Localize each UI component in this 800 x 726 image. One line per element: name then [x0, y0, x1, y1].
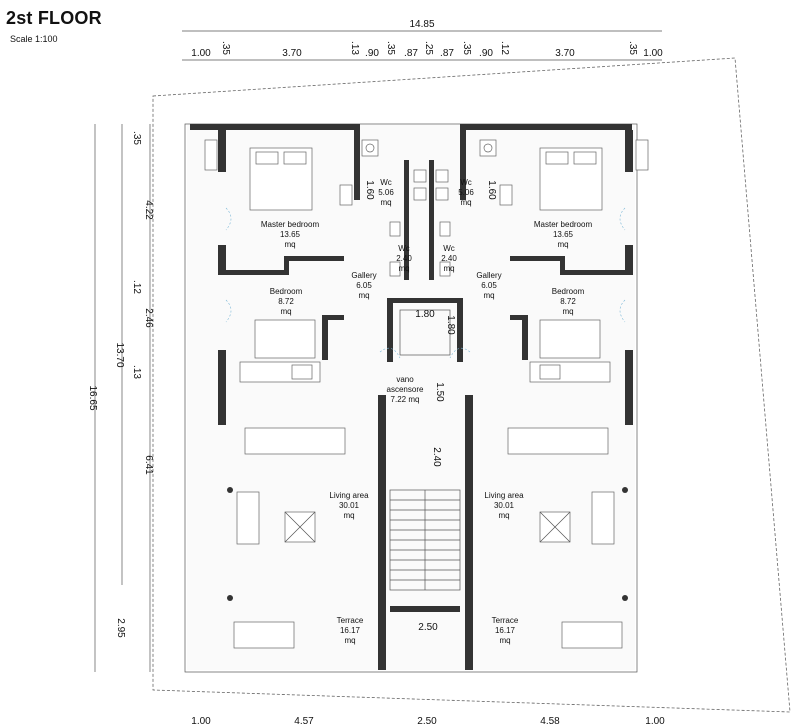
room-living-right-area: 30.01 [494, 501, 515, 510]
dim-bottom-4: 4.58 [540, 716, 560, 726]
room-terrace-left-unit: mq [344, 636, 355, 645]
room-living-right-name: Living area [484, 491, 524, 500]
dim-bottom-1: 1.00 [191, 716, 211, 726]
dim-bottom-5: 1.00 [645, 716, 665, 726]
dim-top-3: 3.70 [282, 48, 302, 59]
dim-top-7: .87 [404, 48, 418, 59]
dim-left-3: .12 [131, 280, 142, 294]
dim-top-1: 1.00 [191, 48, 211, 59]
room-gallery-right-name: Gallery [476, 271, 501, 280]
room-bedroom-right-area: 8.72 [560, 297, 576, 306]
room-master-right-area: 13.65 [553, 230, 574, 239]
walls [190, 124, 633, 670]
room-master-right-unit: mq [557, 240, 568, 249]
room-gallery-left-unit: mq [358, 291, 369, 300]
room-wc-big-left-unit: mq [380, 198, 391, 207]
room-living-left-area: 30.01 [339, 501, 360, 510]
room-bedroom-left-name: Bedroom [270, 287, 303, 296]
room-living-right-unit: mq [498, 511, 509, 520]
dim-top-8: .25 [423, 41, 434, 55]
room-terrace-right-unit: mq [499, 636, 510, 645]
dim-top-11: .90 [479, 48, 493, 59]
room-gallery-right-unit: mq [483, 291, 494, 300]
dim-top-4: .13 [349, 41, 360, 55]
slab-outline [184, 123, 638, 673]
dim-bottom-3: 2.50 [417, 716, 437, 726]
room-wc-big-right-area: 5.06 [458, 188, 474, 197]
room-vano-name1: vano [396, 375, 414, 384]
dim-wc-right: 1.60 [486, 180, 497, 200]
room-bedroom-right-unit: mq [562, 307, 573, 316]
room-wc-big-right-unit: mq [460, 198, 471, 207]
dim-corridor: 2.40 [431, 447, 442, 467]
room-living-left-name: Living area [329, 491, 369, 500]
room-master-left-area: 13.65 [280, 230, 301, 239]
room-bedroom-left-unit: mq [280, 307, 291, 316]
room-bedroom-right-name: Bedroom [552, 287, 585, 296]
dim-top-2: .35 [220, 41, 231, 55]
dim-top-12: .12 [499, 41, 510, 55]
room-wc-small-left-unit: mq [398, 264, 409, 273]
room-terrace-right-name: Terrace [492, 616, 519, 625]
dim-stair-width: 2.50 [418, 622, 438, 633]
dim-top-5: .90 [365, 48, 379, 59]
room-wc-small-right-area: 2.40 [441, 254, 457, 263]
dim-left-4: 2.46 [143, 308, 154, 328]
furniture [204, 139, 649, 649]
room-vano-area: 7.22 mq [391, 395, 420, 404]
dim-elevator-height: 1.80 [445, 315, 456, 335]
room-terrace-left-name: Terrace [337, 616, 364, 625]
dim-top-10: .35 [461, 41, 472, 55]
scale-label: Scale 1:100 [10, 34, 58, 44]
room-wc-big-left-area: 5.06 [378, 188, 394, 197]
dim-elevator-width: 1.80 [415, 309, 435, 320]
room-vano-name2: ascensore [387, 385, 424, 394]
room-terrace-left-area: 16.17 [340, 626, 361, 635]
page-title: 2st FLOOR [6, 8, 102, 28]
dim-top-total: 14.85 [409, 19, 434, 30]
dim-left-6: 6.41 [143, 455, 154, 475]
room-wc-big-right-name: Wc [460, 178, 472, 187]
room-wc-small-left-area: 2.40 [396, 254, 412, 263]
dim-left-1: .35 [131, 131, 142, 145]
dim-top-14: .35 [627, 41, 638, 55]
floor-hatching [187, 125, 635, 670]
room-wc-small-right-name: Wc [443, 244, 455, 253]
dim-corridor-top: 1.50 [434, 382, 445, 402]
room-gallery-right-area: 6.05 [481, 281, 497, 290]
room-wc-small-left-name: Wc [398, 244, 410, 253]
room-wc-big-left-name: Wc [380, 178, 392, 187]
room-bedroom-left-area: 8.72 [278, 297, 294, 306]
room-master-left-name: Master bedroom [261, 220, 320, 229]
room-living-left-unit: mq [343, 511, 354, 520]
dim-top-13: 3.70 [555, 48, 575, 59]
dim-top-9: .87 [440, 48, 454, 59]
room-wc-small-right-unit: mq [443, 264, 454, 273]
dim-bottom-2: 4.57 [294, 716, 314, 726]
room-labels: Wc 5.06 mq Wc 5.06 mq Wc 2.40 mq Wc 2.40… [261, 178, 593, 645]
dim-left-2: 4.22 [143, 200, 154, 220]
dim-left-outer: 16.65 [87, 385, 98, 410]
dim-top-15: 1.00 [643, 48, 663, 59]
room-terrace-right-area: 16.17 [495, 626, 516, 635]
dim-left-5: .13 [131, 365, 142, 379]
room-master-left-unit: mq [284, 240, 295, 249]
room-gallery-left-area: 6.05 [356, 281, 372, 290]
dim-left-7: 2.95 [115, 618, 126, 638]
dim-left-inner: 13.70 [114, 342, 125, 367]
dim-wc-left: 1.60 [364, 180, 375, 200]
dim-top-6: .35 [385, 41, 396, 55]
room-master-right-name: Master bedroom [534, 220, 593, 229]
room-gallery-left-name: Gallery [351, 271, 376, 280]
